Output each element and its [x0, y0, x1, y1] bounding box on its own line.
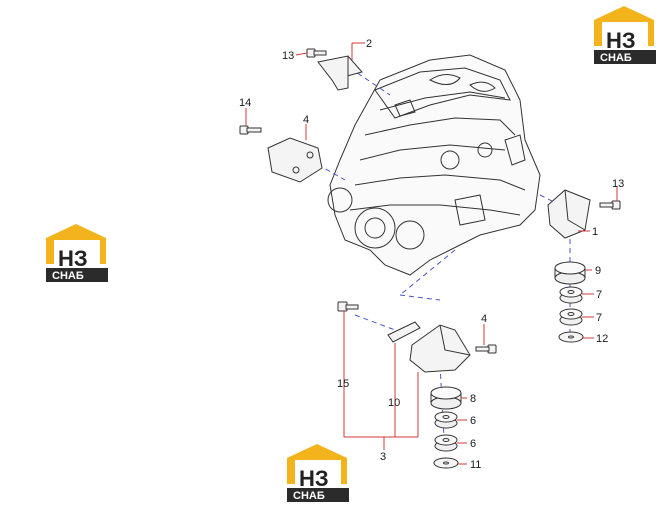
mount-6-lower: [434, 434, 458, 452]
engine-block: [327, 54, 541, 276]
callout-13-right: 13: [612, 178, 624, 190]
mount-9: [554, 261, 586, 285]
mount-7-upper: [559, 286, 583, 304]
mount-8: [430, 386, 462, 410]
watermark-logo-bottom: HЗ СНАБ: [287, 444, 349, 502]
leader-lines: [245, 42, 618, 465]
svg-text:СНАБ: СНАБ: [293, 490, 325, 502]
callout-3: 3: [380, 451, 386, 463]
svg-text:HЗ: HЗ: [58, 246, 88, 271]
callout-labels: 13 2 14 4 13 1 9 7 7 12 4 15 10 8 6 6 11…: [239, 38, 624, 471]
callout-9: 9: [595, 265, 601, 277]
bolt-4-lower: [475, 344, 497, 354]
callout-6-lower: 6: [470, 438, 476, 450]
svg-text:СНАБ: СНАБ: [600, 52, 632, 64]
bolt-13-right: [599, 200, 621, 210]
callout-8: 8: [470, 393, 476, 405]
bracket-3: [409, 324, 471, 373]
callout-11: 11: [470, 459, 481, 471]
callout-12: 12: [596, 333, 608, 345]
callout-1: 1: [592, 226, 598, 238]
callout-7-lower: 7: [596, 312, 602, 324]
callout-4-upper: 4: [303, 114, 309, 126]
plate-10: [387, 321, 421, 343]
bracket-4-left: [267, 137, 323, 183]
svg-text:HЗ: HЗ: [606, 28, 636, 53]
callout-2: 2: [366, 38, 372, 50]
washer-12: [558, 331, 584, 343]
callout-10: 10: [388, 397, 400, 409]
mount-7-lower: [559, 308, 583, 326]
callout-7-upper: 7: [596, 289, 602, 301]
callout-4-lower: 4: [481, 313, 487, 325]
callout-6-upper: 6: [470, 415, 476, 427]
watermark-logo-top-right: HЗ СНАБ: [594, 6, 656, 64]
callout-14: 14: [239, 97, 251, 109]
bolt-15: [337, 301, 359, 312]
callout-15: 15: [337, 378, 349, 390]
bracket-1: [547, 189, 591, 239]
mount-6-upper: [434, 411, 458, 429]
watermark-logo-left: HЗ СНАБ: [46, 224, 108, 282]
bracket-2: [317, 55, 363, 91]
svg-text:HЗ: HЗ: [299, 466, 329, 491]
washer-11: [433, 457, 459, 469]
bolt-13-top: [306, 48, 327, 58]
svg-text:СНАБ: СНАБ: [52, 270, 84, 282]
bolt-14: [239, 125, 262, 135]
callout-13-top: 13: [282, 50, 294, 62]
